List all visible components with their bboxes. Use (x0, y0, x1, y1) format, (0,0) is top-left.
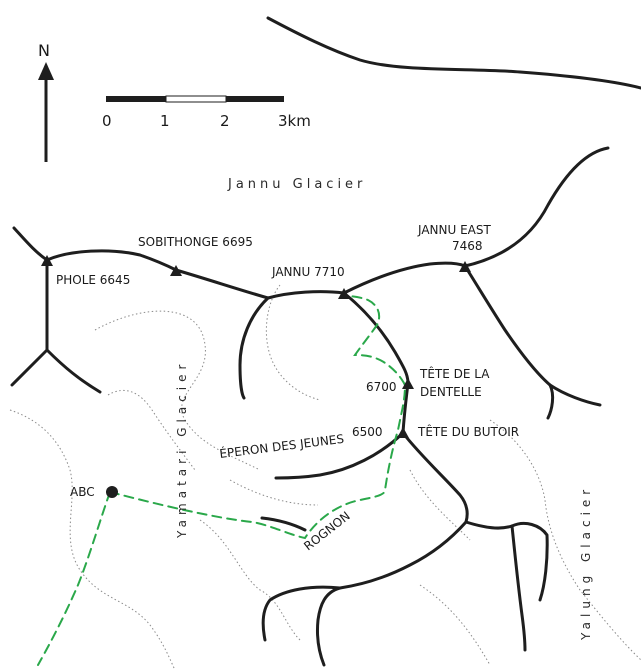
ridge-line (342, 291, 410, 385)
abc-label: ABC (70, 485, 95, 499)
scale-bar: 0 1 2 3km (102, 95, 311, 130)
glacier-edge (199, 519, 301, 641)
peak-butoir-height: 6500 (352, 425, 383, 439)
ridge-line (10, 348, 49, 387)
glacier-edges (9, 284, 641, 670)
glacier-edge (107, 390, 196, 471)
abc-camp-icon (106, 486, 118, 498)
peak-jannu-east-name: JANNU EAST (417, 223, 491, 237)
peak-butoir-label: TÊTE DU BUTOIR (417, 424, 519, 439)
ridge-line (401, 431, 469, 524)
yamatari-glacier-label: Yamatari Glacier (175, 360, 189, 539)
scale-segment-3 (226, 96, 284, 102)
yalung-glacier-label: Yalung Glacier (579, 485, 593, 641)
glacier-edge (489, 419, 641, 661)
peak-jannu-label: JANNU 7710 (271, 265, 345, 279)
peak-sobithonge-label: SOBITHONGE 6695 (138, 235, 253, 249)
ridge-line (261, 585, 342, 642)
climbing-route (37, 295, 407, 666)
ridge-line (463, 264, 602, 407)
peak-dentelle-height: 6700 (366, 380, 397, 394)
ridge-line (238, 296, 270, 400)
glacier-edge (409, 469, 471, 541)
peak-sobithonge-icon (170, 265, 182, 276)
scale-tick-3: 3km (278, 112, 311, 130)
peak-phole-label: PHOLE 6645 (56, 273, 130, 287)
scale-tick-2: 2 (220, 112, 230, 130)
route-line (109, 295, 407, 540)
glacier-edge (419, 584, 491, 666)
eperon-label: ÉPERON DES JEUNES (219, 431, 345, 461)
ridge-line (464, 520, 549, 602)
peak-dentelle-name-2: DENTELLE (420, 385, 482, 399)
peak-dentelle-icon (402, 378, 414, 389)
ridge-line (546, 383, 555, 420)
peak-butoir-icon (397, 427, 409, 438)
peak-dentelle-name-1: TÊTE DE LA (419, 366, 490, 381)
glacier-edge (229, 479, 319, 506)
glacier-edge (94, 310, 261, 471)
glacier-edge (265, 284, 321, 401)
north-arrow-icon (38, 62, 54, 80)
peak-jannu-east-height: 7468 (452, 239, 483, 253)
ridge-line (45, 348, 102, 394)
peak-jannu-icon (338, 288, 350, 299)
scale-tick-1: 1 (160, 112, 170, 130)
scale-tick-0: 0 (102, 112, 112, 130)
ridge-line (316, 520, 468, 667)
scale-segment-2 (165, 95, 227, 103)
peak-jannu-east-icon (459, 261, 471, 272)
jannu-glacier-label: Jannu Glacier (227, 177, 366, 192)
ridge-line (510, 524, 527, 652)
route-approach (37, 491, 111, 666)
peak-markers (41, 255, 471, 498)
north-label: N (38, 41, 50, 60)
glacier-edge (9, 409, 176, 670)
ridge-line (266, 16, 641, 90)
peak-phole-icon (41, 255, 53, 266)
ridge-line (260, 516, 307, 532)
ridge-line (274, 431, 405, 480)
ridge-line (342, 146, 610, 295)
north-arrow: N (38, 41, 54, 162)
scale-segment-1 (106, 96, 166, 102)
